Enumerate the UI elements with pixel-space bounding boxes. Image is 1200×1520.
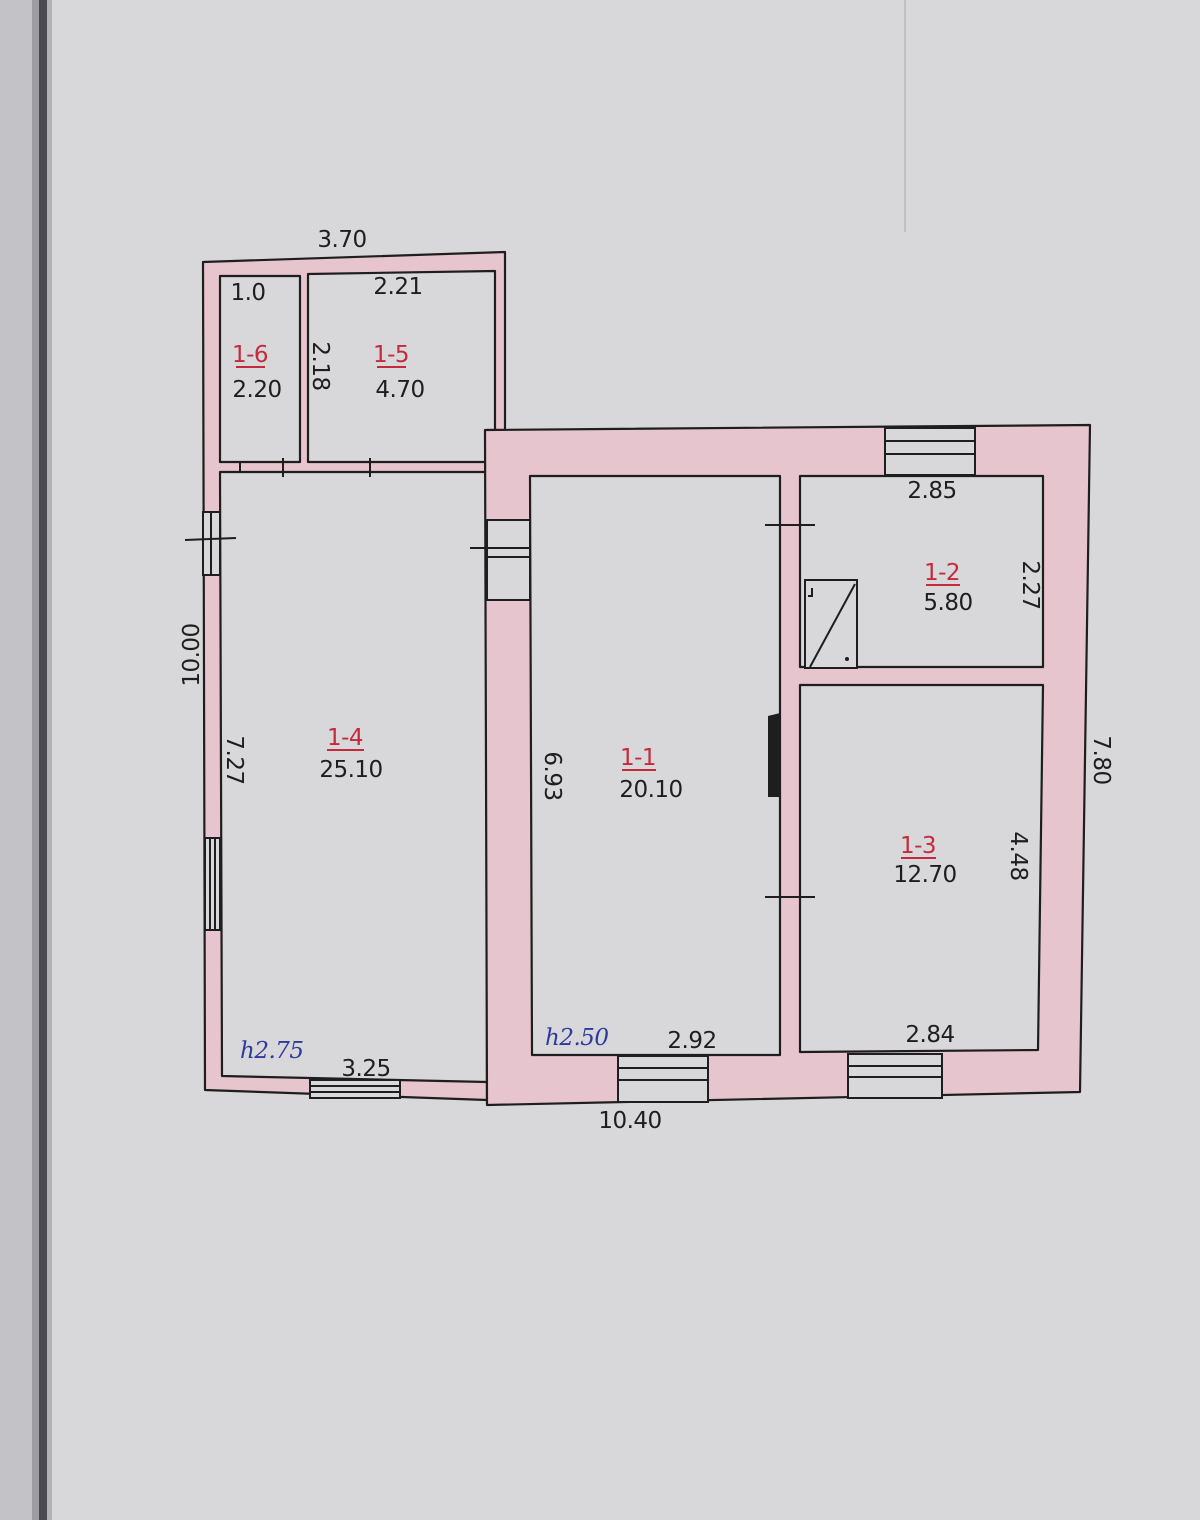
- window-annex-bottom: [309, 1079, 401, 1099]
- room-area: 4.70: [375, 377, 424, 403]
- dim-annex-total-length: 10.00: [179, 623, 205, 686]
- window-main-bottom-left: [617, 1055, 709, 1103]
- dim-room-1-1-length: 6.93: [539, 751, 565, 800]
- room-1-3-label: 1-3 12.70: [893, 833, 957, 888]
- dim-room-1-6-top: 1.0: [230, 280, 265, 306]
- room-number: 1-2: [924, 560, 960, 586]
- window-annex-left-lower: [204, 837, 221, 931]
- dimension-labels: 3.70 1.0 2.21 2.18 10.00 7.27 3.25 6.93 …: [179, 227, 1114, 1134]
- window-frame: [309, 1079, 401, 1099]
- room-area: 20.10: [619, 777, 682, 803]
- room-area: 5.80: [923, 590, 972, 616]
- room-area: 2.20: [232, 377, 281, 403]
- room-number: 1-4: [327, 725, 363, 751]
- room-1-6-label: 1-6 2.20: [232, 342, 282, 403]
- room-1-4-label: 1-4 25.10: [319, 725, 383, 783]
- room-1-5-label: 1-5 4.70: [373, 342, 425, 403]
- window-main-top: [884, 427, 976, 476]
- window-frame: [204, 837, 221, 931]
- paper-edge: [47, 0, 52, 1520]
- height-marks: h2.75 h2.50: [240, 1025, 609, 1064]
- dim-annex-width-top: 3.70: [317, 227, 366, 253]
- window-main-bottom-right: [847, 1053, 943, 1099]
- room-number: 1-1: [620, 745, 656, 771]
- window-main-left: [486, 519, 531, 601]
- room-number: 1-5: [373, 342, 409, 368]
- height-annex: h2.75: [240, 1038, 304, 1064]
- dim-main-depth: 7.80: [1088, 735, 1114, 784]
- door-leaf: [768, 713, 780, 797]
- room-area: 25.10: [319, 757, 382, 783]
- doors: [184, 458, 815, 898]
- room-1-2-label: 1-2 5.80: [923, 560, 973, 616]
- dim-room-1-4-length: 7.27: [221, 735, 247, 784]
- binder-edge-line: [39, 0, 47, 1520]
- stove-dot: [845, 657, 849, 661]
- binder-edge: [0, 0, 32, 1520]
- room-1-1-label: 1-1 20.10: [619, 745, 683, 803]
- window-annex-left-upper: [202, 511, 221, 576]
- door-tick: [184, 537, 237, 541]
- dim-room-1-2-length: 2.27: [1017, 560, 1043, 609]
- room-labels: 1-6 2.20 1-5 4.70 1-4 25.10 1-1 20.10 1-…: [232, 342, 973, 888]
- stove-mark: [808, 588, 813, 597]
- room-area: 12.70: [893, 862, 956, 888]
- dim-overall-width: 10.40: [598, 1108, 661, 1134]
- dim-room-1-2-top: 2.85: [907, 478, 956, 504]
- stove: [804, 579, 858, 669]
- dim-room-1-4-bottom: 3.25: [341, 1056, 390, 1082]
- dim-room-1-3-length: 4.48: [1005, 831, 1031, 880]
- dim-room-1-5-top: 2.21: [373, 274, 422, 300]
- binder-edge-shadow: [32, 0, 39, 1520]
- dim-room-1-3-bottom: 2.84: [905, 1022, 954, 1048]
- room-number: 1-6: [232, 342, 268, 368]
- main-building-walls: [483, 423, 1092, 1107]
- dim-room-1-1-bottom: 2.92: [667, 1028, 716, 1054]
- window-frame: [486, 519, 531, 601]
- room-number: 1-3: [900, 833, 936, 859]
- stove-diagonal: [809, 583, 856, 668]
- dim-annex-top-rooms-depth: 2.18: [307, 341, 333, 390]
- windows: [202, 427, 976, 1103]
- height-main: h2.50: [545, 1025, 609, 1051]
- window-frame: [884, 427, 976, 476]
